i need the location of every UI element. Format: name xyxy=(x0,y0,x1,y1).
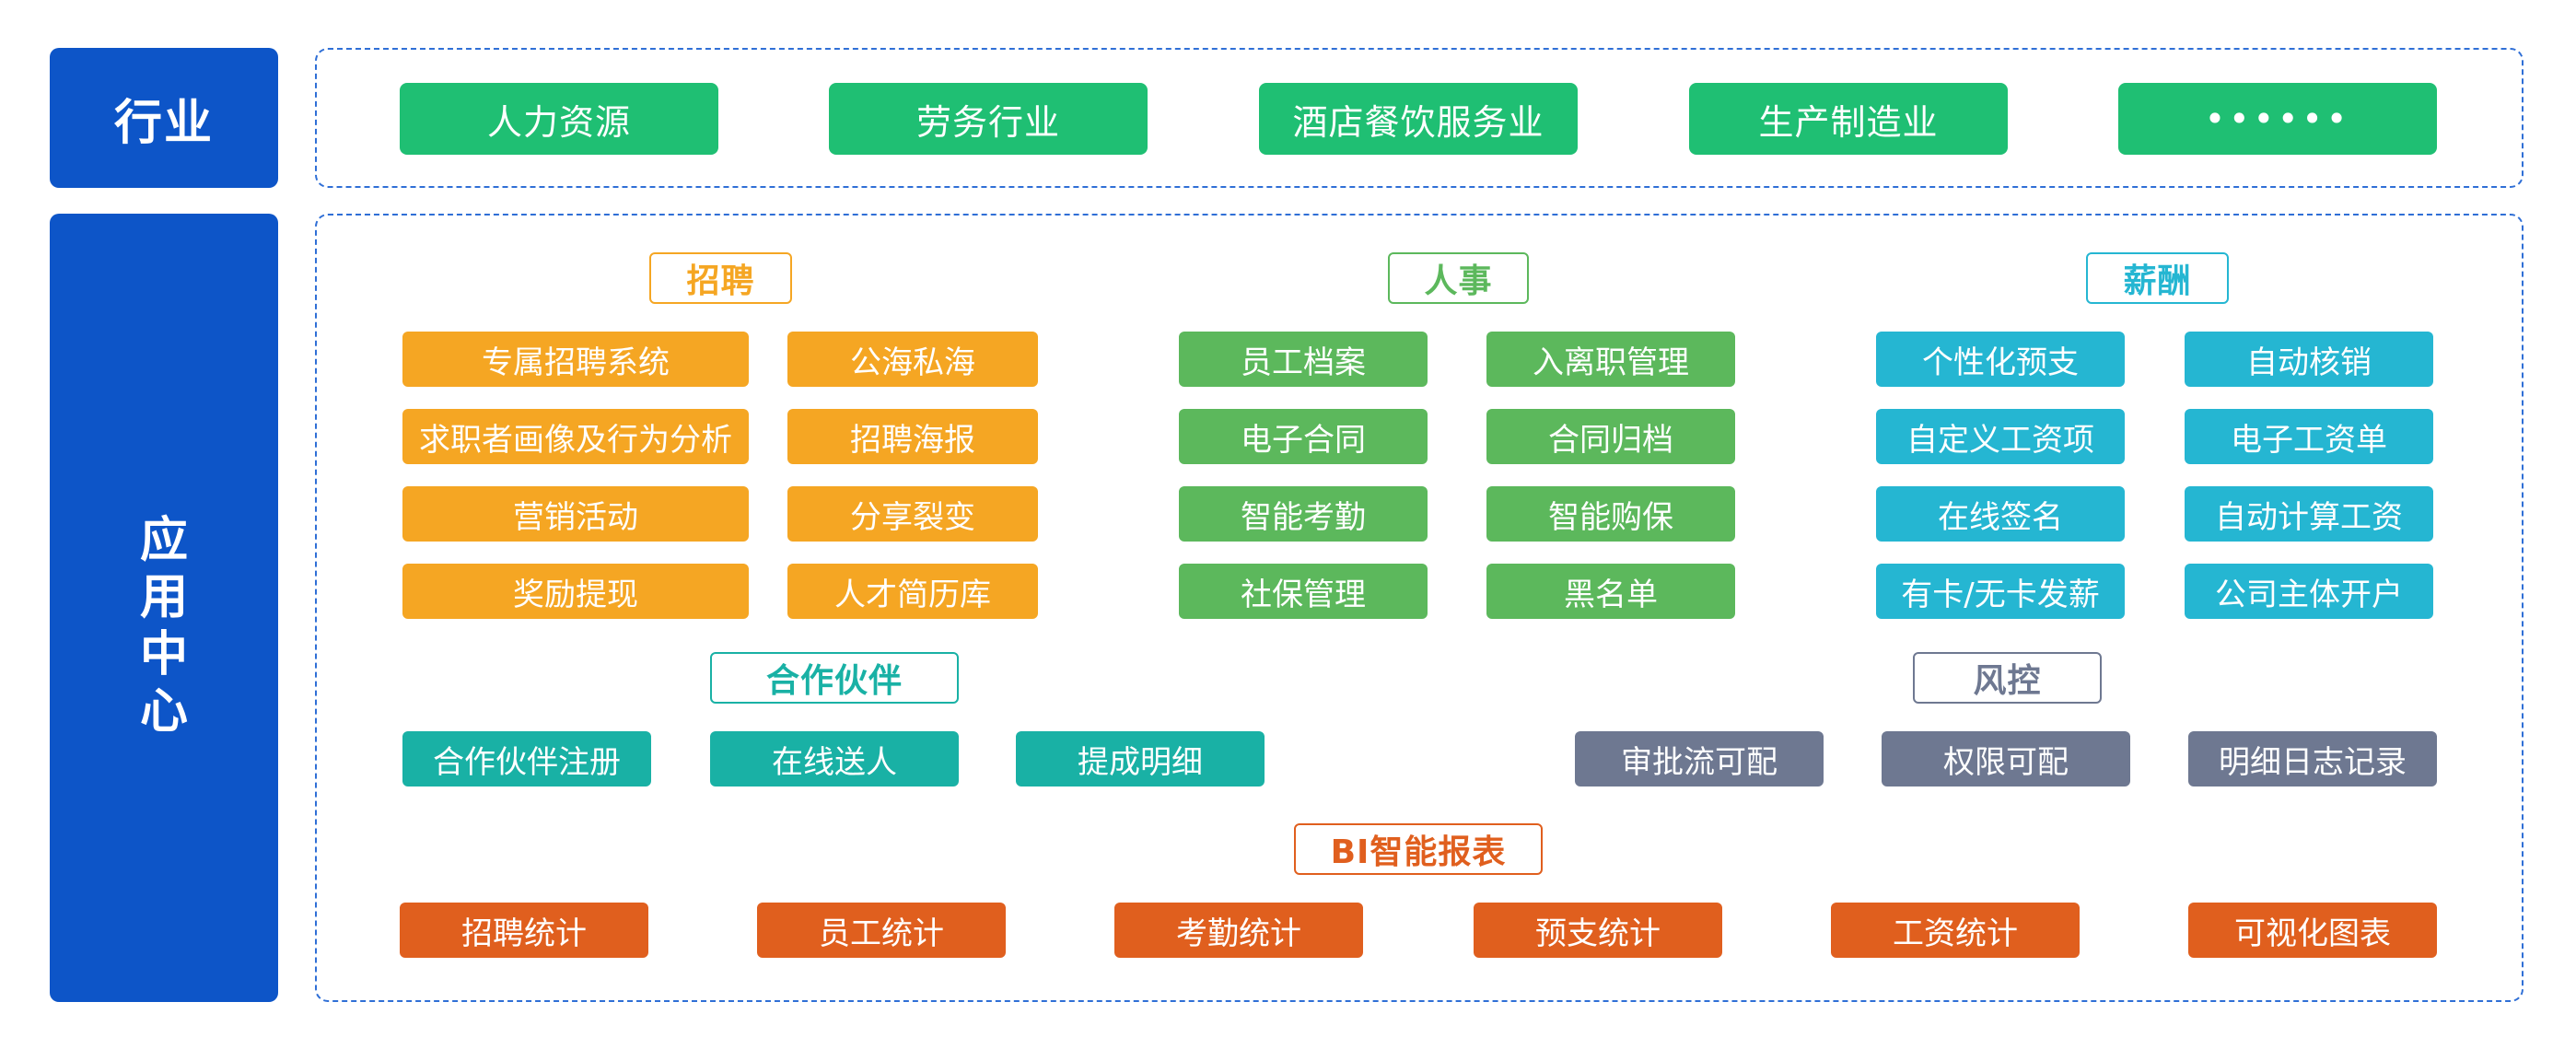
recruit-item[interactable]: 分享裂变 xyxy=(787,486,1038,542)
hr-item[interactable]: 合同归档 xyxy=(1486,409,1735,464)
payroll-item[interactable]: 有卡/无卡发薪 xyxy=(1876,564,2125,619)
payroll-item[interactable]: 自定义工资项 xyxy=(1876,409,2125,464)
industry-item[interactable]: 人力资源 xyxy=(400,83,718,155)
recruit-item[interactable]: 求职者画像及行为分析 xyxy=(402,409,749,464)
industry-more[interactable]: •••••• xyxy=(2118,83,2437,155)
recruit-item[interactable]: 招聘海报 xyxy=(787,409,1038,464)
section-title-risk: 风控 xyxy=(1913,652,2102,704)
recruit-item[interactable]: 奖励提现 xyxy=(402,564,749,619)
bi-item[interactable]: 可视化图表 xyxy=(2188,903,2437,958)
hr-item[interactable]: 智能购保 xyxy=(1486,486,1735,542)
payroll-item[interactable]: 在线签名 xyxy=(1876,486,2125,542)
bi-item[interactable]: 预支统计 xyxy=(1474,903,1722,958)
hr-item[interactable]: 电子合同 xyxy=(1179,409,1428,464)
recruit-item[interactable]: 专属招聘系统 xyxy=(402,332,749,387)
section-title-recruit: 招聘 xyxy=(649,252,792,304)
payroll-item[interactable]: 个性化预支 xyxy=(1876,332,2125,387)
industry-item[interactable]: 生产制造业 xyxy=(1689,83,2008,155)
section-title-hr: 人事 xyxy=(1388,252,1529,304)
risk-item[interactable]: 审批流可配 xyxy=(1575,731,1824,786)
section-title-payroll: 薪酬 xyxy=(2086,252,2229,304)
risk-item[interactable]: 权限可配 xyxy=(1882,731,2130,786)
risk-item[interactable]: 明细日志记录 xyxy=(2188,731,2437,786)
industry-panel xyxy=(315,48,2524,188)
recruit-item[interactable]: 营销活动 xyxy=(402,486,749,542)
payroll-item[interactable]: 自动计算工资 xyxy=(2185,486,2433,542)
partner-item[interactable]: 在线送人 xyxy=(710,731,959,786)
app-center-label: 应 用 中 心 xyxy=(50,214,278,1002)
payroll-item[interactable]: 电子工资单 xyxy=(2185,409,2433,464)
hr-item[interactable]: 黑名单 xyxy=(1486,564,1735,619)
industry-item[interactable]: 劳务行业 xyxy=(829,83,1148,155)
payroll-item[interactable]: 自动核销 xyxy=(2185,332,2433,387)
hr-item[interactable]: 智能考勤 xyxy=(1179,486,1428,542)
bi-item[interactable]: 招聘统计 xyxy=(400,903,648,958)
partner-item[interactable]: 提成明细 xyxy=(1016,731,1265,786)
app-center-panel xyxy=(315,214,2524,1002)
hr-item[interactable]: 员工档案 xyxy=(1179,332,1428,387)
section-title-partner: 合作伙伴 xyxy=(710,652,959,704)
industry-label: 行业 xyxy=(50,48,278,188)
hr-item[interactable]: 入离职管理 xyxy=(1486,332,1735,387)
industry-item[interactable]: 酒店餐饮服务业 xyxy=(1259,83,1578,155)
payroll-item[interactable]: 公司主体开户 xyxy=(2185,564,2433,619)
bi-item[interactable]: 员工统计 xyxy=(757,903,1006,958)
recruit-item[interactable]: 公海私海 xyxy=(787,332,1038,387)
partner-item[interactable]: 合作伙伴注册 xyxy=(402,731,651,786)
bi-item[interactable]: 考勤统计 xyxy=(1114,903,1363,958)
section-title-bi: BI智能报表 xyxy=(1294,823,1543,875)
bi-item[interactable]: 工资统计 xyxy=(1831,903,2080,958)
hr-item[interactable]: 社保管理 xyxy=(1179,564,1428,619)
recruit-item[interactable]: 人才简历库 xyxy=(787,564,1038,619)
